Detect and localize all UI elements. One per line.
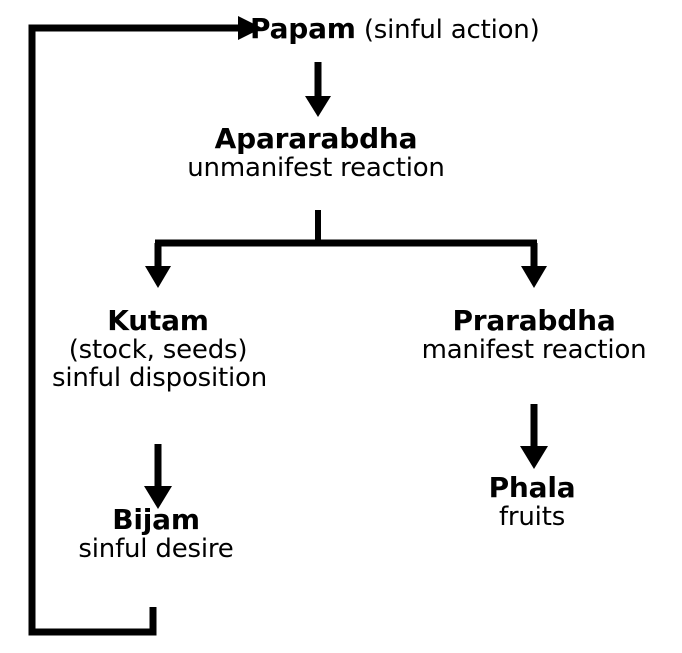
node-kutam-term: Kutam [107,304,209,337]
node-phala: Phala fruits [466,471,598,533]
node-papam-term: Papam [250,12,356,45]
edge-kutam-to-bijam [144,444,172,509]
edge-bijam-to-papam-loop [28,16,262,636]
edge-prarabdha-to-phala [520,404,548,469]
node-papam-gloss: (sinful action) [355,15,540,45]
edge-apararabdha-split [155,210,537,247]
node-kutam: Kutam (stock, seeds) sinful disposition [52,304,268,394]
edge-split-to-prarabdha [521,243,547,288]
node-bijam: Bijam sinful desire [48,503,264,565]
node-prarabdha: Prarabdha manifest reaction [392,304,676,366]
node-apararabdha-term: Apararabdha [214,122,418,155]
node-papam-row: Papam (sinful action) [250,12,540,45]
edge-split-to-kutam [145,243,171,288]
node-apararabdha-gloss: unmanifest reaction [187,153,445,184]
node-prarabdha-gloss: manifest reaction [421,335,647,366]
node-kutam-gloss-1: (stock, seeds) [68,335,248,366]
node-bijam-term: Bijam [112,503,200,536]
node-phala-term: Phala [488,471,576,504]
node-bijam-gloss: sinful desire [78,534,234,565]
node-prarabdha-term: Prarabdha [452,304,616,337]
node-papam: Papam (sinful action) [250,12,540,45]
node-phala-gloss: fruits [498,502,566,533]
node-kutam-gloss-2: sinful disposition [52,363,268,394]
edge-papam-to-apararabdha [305,62,331,117]
node-apararabdha: Apararabdha unmanifest reaction [168,122,464,184]
